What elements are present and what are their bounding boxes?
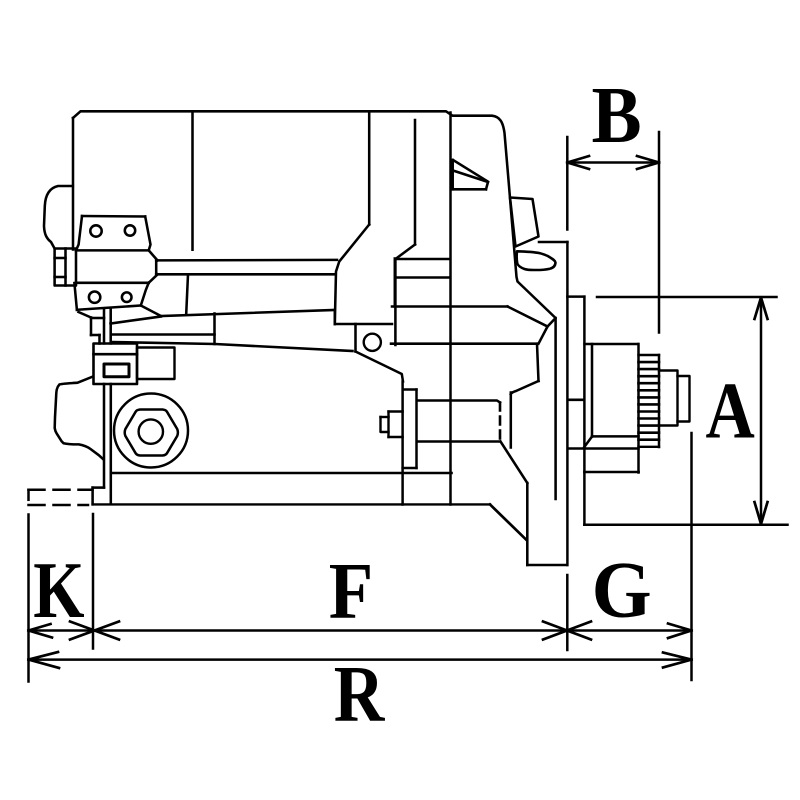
svg-text:B: B [592,71,642,160]
svg-text:K: K [33,546,84,634]
svg-text:G: G [592,546,652,635]
svg-text:A: A [706,368,756,456]
svg-text:F: F [329,547,373,636]
svg-text:R: R [334,651,385,739]
